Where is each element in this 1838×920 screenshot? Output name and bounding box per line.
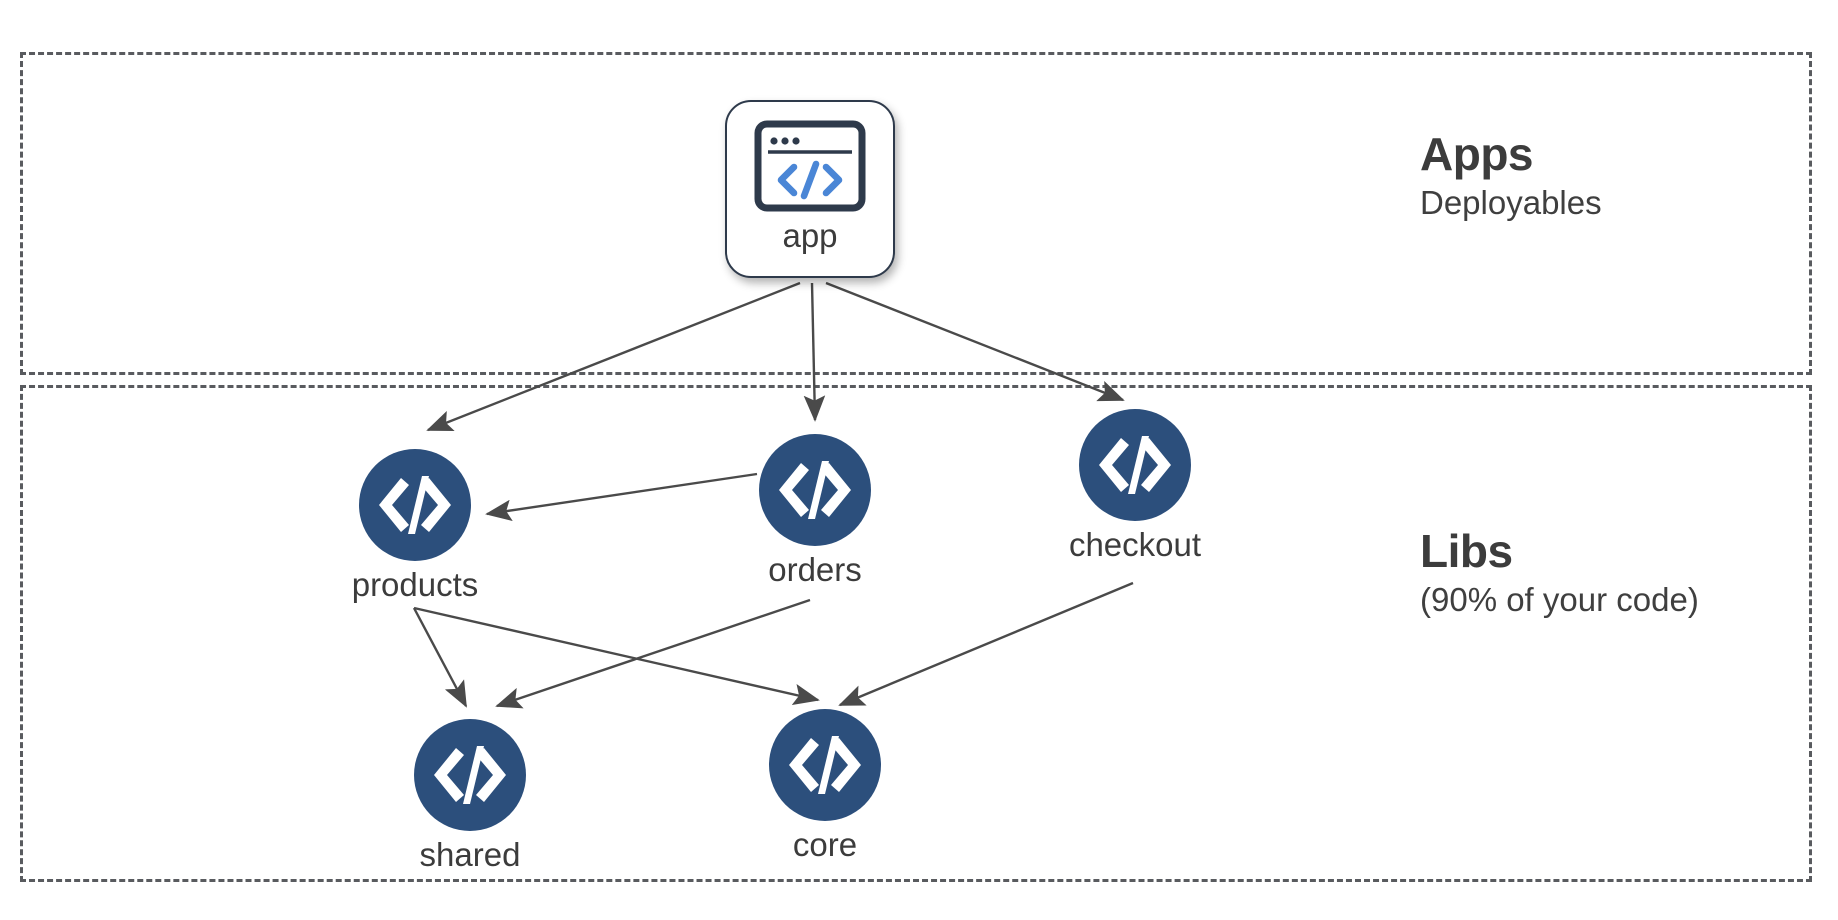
zone-apps-caption: Apps Deployables [1420, 130, 1602, 224]
node-core[interactable]: core [769, 709, 881, 863]
node-app[interactable]: app [725, 100, 895, 278]
node-app-label: app [782, 217, 838, 254]
code-brackets-icon [414, 719, 526, 831]
node-shared-label: shared [419, 836, 521, 873]
node-products[interactable]: products [352, 449, 478, 603]
zone-libs-title: Libs [1420, 525, 1513, 577]
node-shared[interactable]: shared [414, 719, 526, 873]
code-brackets-icon [759, 434, 871, 546]
code-brackets-icon [769, 709, 881, 821]
zone-apps-title: Apps [1420, 128, 1533, 180]
code-brackets-icon [1079, 409, 1191, 521]
node-core-label: core [792, 826, 858, 863]
zone-libs-subtitle: (90% of your code) [1420, 581, 1699, 619]
zone-libs-boundary [20, 385, 1812, 882]
zone-apps-subtitle: Deployables [1420, 184, 1602, 222]
node-orders[interactable]: orders [759, 434, 871, 588]
code-brackets-icon [359, 449, 471, 561]
node-products-label: products [351, 566, 479, 603]
node-orders-label: orders [768, 551, 862, 588]
node-checkout-label: checkout [1068, 526, 1202, 563]
node-checkout[interactable]: checkout [1069, 409, 1201, 563]
zone-libs-caption: Libs (90% of your code) [1420, 527, 1699, 621]
browser-code-icon [754, 120, 866, 212]
